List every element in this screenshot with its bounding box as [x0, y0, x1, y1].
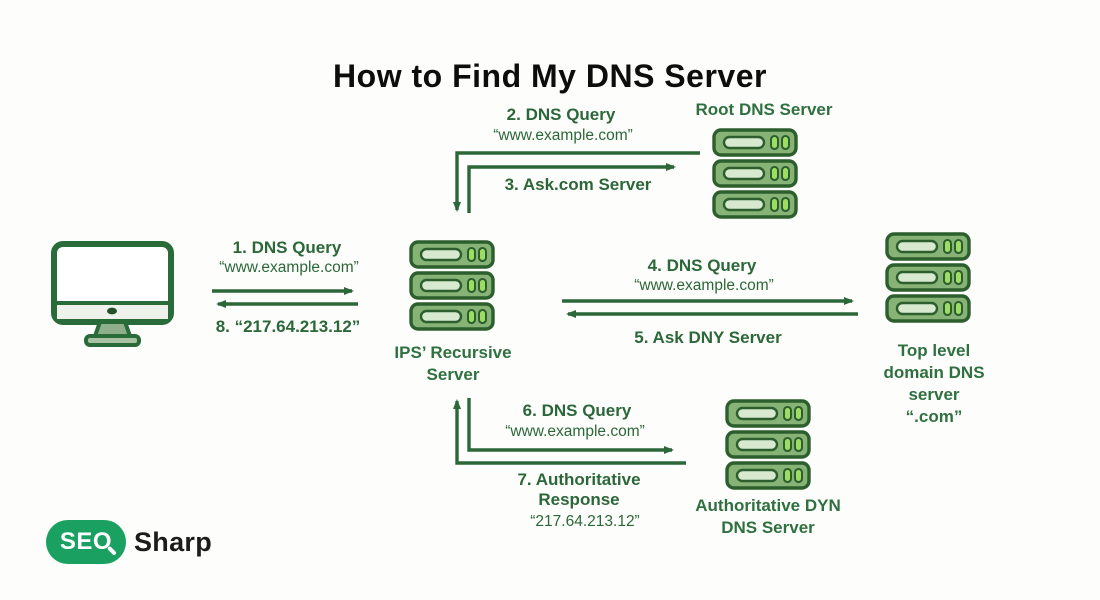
tld-server-label-line4: “.com” — [905, 407, 963, 426]
seo-logo-text: SEO — [59, 528, 113, 555]
step7-value: “217.64.213.12” — [530, 513, 640, 530]
step7-label-line2: Response — [538, 490, 620, 509]
step6-query: “www.example.com” — [505, 423, 645, 440]
step2-query: “www.example.com” — [493, 127, 633, 144]
recursive-server-label: IPS’ Recursive Server — [394, 342, 511, 386]
seo-logo-badge: SEO — [46, 520, 126, 564]
recursive-server-label-line2: Server — [426, 365, 480, 384]
authoritative-server-label-line2: DNS Server — [721, 518, 815, 537]
logo-name: Sharp — [134, 526, 213, 557]
arrow-step2-query — [467, 163, 676, 213]
root-server-label: Root DNS Server — [695, 100, 833, 119]
tld-server-label: Top level domain DNS server “.com” — [883, 340, 984, 428]
tld-server-label-line3: server — [908, 385, 960, 404]
step7-label-line1: 7. Authoritative — [517, 470, 641, 489]
step3-label: 3. Ask.com Server — [504, 175, 652, 194]
recursive-server-label-line1: IPS’ Recursive — [394, 343, 512, 362]
tld-server-label-line1: Top level — [897, 341, 971, 360]
page-title: How to Find My DNS Server — [333, 58, 767, 94]
step5-label: 5. Ask DNY Server — [634, 328, 782, 347]
authoritative-server-icon — [725, 399, 811, 490]
step1-label: 1. DNS Query — [232, 238, 342, 257]
arrow-step3-response — [453, 151, 700, 212]
step4-query: “www.example.com” — [634, 277, 774, 294]
authoritative-server-label: Authoritative DYN DNS Server — [695, 495, 840, 539]
desktop-monitor-icon — [51, 241, 174, 347]
tld-server-icon — [885, 232, 971, 323]
step4-label: 4. DNS Query — [647, 256, 757, 275]
seo-sharp-logo: SEO Sharp — [46, 520, 212, 564]
recursive-server-icon — [409, 240, 495, 331]
step8-label: 8. “217.64.213.12” — [215, 317, 361, 336]
arrow-step7-response — [453, 399, 686, 465]
step2-label: 2. DNS Query — [506, 105, 616, 124]
step6-label: 6. DNS Query — [522, 401, 632, 420]
tld-server-label-line2: domain DNS — [883, 363, 985, 382]
authoritative-server-label-line1: Authoritative DYN — [695, 496, 841, 515]
root-server-icon — [712, 128, 798, 219]
step1-query: “www.example.com” — [219, 259, 359, 276]
step7-label: 7. Authoritative Response — [517, 470, 640, 510]
arrow-step6-query — [467, 398, 674, 454]
